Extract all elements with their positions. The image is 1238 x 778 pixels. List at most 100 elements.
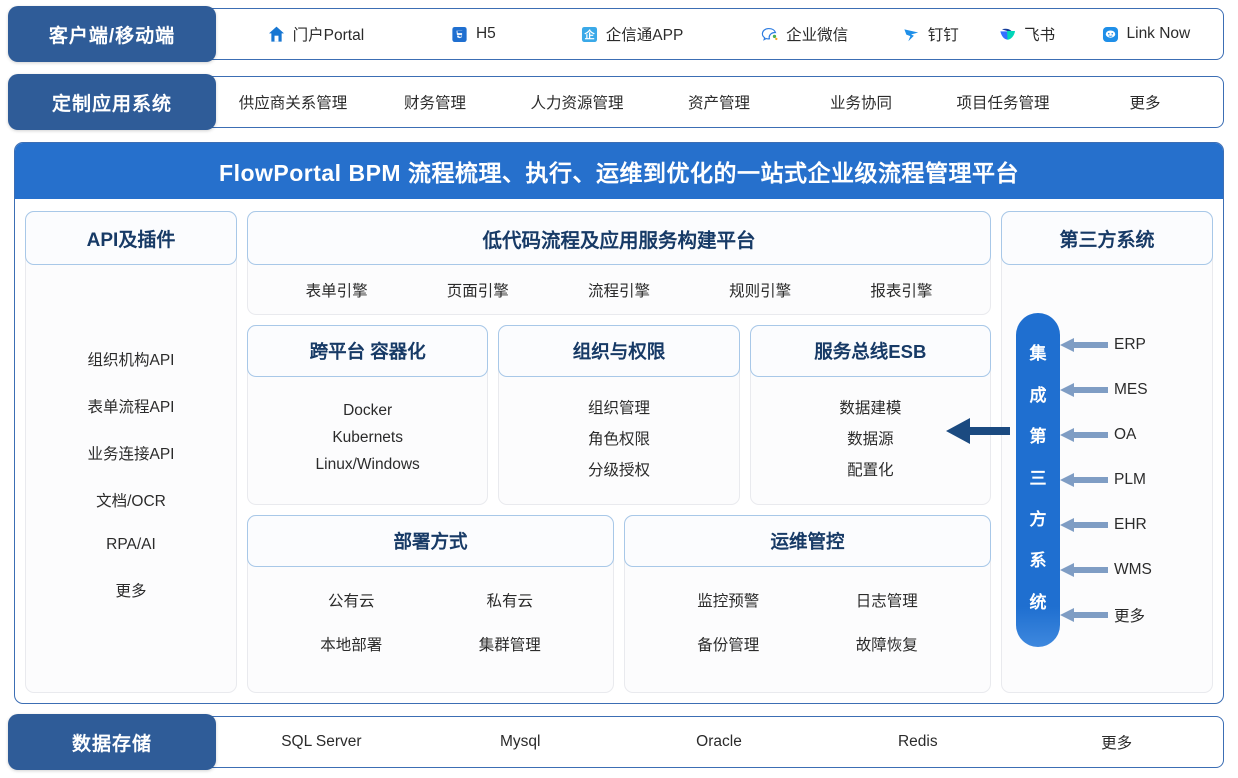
client-item-dingtalk[interactable]: 钉钉 [882, 23, 978, 45]
third-party-row[interactable]: EHR [1060, 512, 1210, 538]
engine-item[interactable]: 页面引擎 [446, 282, 509, 300]
list-item[interactable]: 集群管理 [478, 636, 541, 654]
third-party-label: MES [1114, 381, 1148, 398]
list-item[interactable]: 本地部署 [320, 636, 383, 654]
api-list-item[interactable]: 文档/OCR [96, 493, 166, 510]
custom-app-row-items: 供应商关系管理 财务管理 人力资源管理 资产管理 业务协同 项目任务管理 更多 [222, 74, 1216, 130]
dingtalk-icon [904, 28, 918, 41]
esb-list: 数据建模 数据源 配置化 [751, 377, 990, 504]
center-column: 低代码流程及应用服务构建平台 表单引擎 页面引擎 流程引擎 规则引擎 报表引擎 … [247, 211, 991, 693]
list-item[interactable]: 备份管理 [697, 636, 760, 654]
third-party-label: OA [1114, 426, 1137, 443]
list-item[interactable]: 公有云 [327, 592, 375, 610]
storage-item[interactable]: SQL Server [281, 733, 362, 750]
third-party-row[interactable]: WMS [1060, 557, 1210, 583]
engine-item[interactable]: 表单引擎 [305, 282, 368, 300]
third-party-card: 第三方系统 集 成 第 三 方 系 统 [946, 211, 1213, 693]
custom-app-item[interactable]: 业务协同 [829, 95, 892, 112]
html5-icon [452, 26, 467, 42]
list-item[interactable]: 私有云 [486, 592, 533, 610]
left-arrow-icon [1060, 563, 1108, 577]
linknow-icon [1102, 26, 1118, 42]
list-item[interactable]: 日志管理 [855, 592, 918, 610]
list-item[interactable]: 故障恢复 [855, 636, 918, 654]
third-party-card-title: 第三方系统 [1001, 211, 1213, 265]
deployment-list: 公有云 私有云 本地部署 集群管理 [248, 567, 613, 692]
storage-item[interactable]: Mysql [499, 733, 541, 750]
mid-card-row: 跨平台 容器化 Docker Kubernets Linux/Windows 组… [247, 325, 991, 505]
api-card-list: 组织机构API 表单流程API 业务连接API 文档/OCR RPA/AI 更多 [26, 265, 236, 692]
third-party-row[interactable]: OA [1060, 422, 1210, 448]
custom-app-item[interactable]: 供应商关系管理 [238, 95, 348, 112]
svg-text:企: 企 [583, 28, 595, 41]
platform-body: API及插件 组织机构API 表单流程API 业务连接API 文档/OCR RP… [15, 199, 1223, 703]
third-party-label: WMS [1114, 561, 1152, 578]
list-item[interactable]: 数据建模 [839, 399, 902, 417]
left-arrow-icon [1060, 473, 1108, 487]
client-item-label: Link Now [1126, 25, 1191, 42]
cross-platform-card-title: 跨平台 容器化 [247, 325, 489, 377]
list-item[interactable]: 数据源 [847, 430, 894, 448]
client-item-qixintong[interactable]: 企 企信通APP [537, 23, 726, 45]
third-party-label: PLM [1114, 471, 1146, 488]
list-item[interactable]: 配置化 [847, 461, 894, 479]
list-item[interactable]: 分级授权 [587, 461, 650, 479]
custom-app-item[interactable]: 人力资源管理 [530, 95, 624, 112]
client-item-h5[interactable]: H5 [409, 25, 537, 44]
custom-app-item[interactable]: 更多 [1129, 95, 1161, 112]
storage-item[interactable]: 更多 [1101, 735, 1133, 752]
custom-app-item[interactable]: 资产管理 [687, 95, 750, 112]
client-item-label: H5 [475, 25, 496, 42]
storage-row: 数据存储 SQL Server Mysql Oracle Redis 更多 [8, 714, 1230, 770]
left-arrow-icon [1060, 608, 1108, 622]
left-arrow-icon [1060, 383, 1108, 397]
third-party-row[interactable]: MES [1060, 377, 1210, 403]
list-item[interactable]: 组织管理 [587, 399, 650, 417]
third-party-row[interactable]: ERP [1060, 332, 1210, 358]
feishu-icon [1000, 28, 1016, 40]
cross-platform-card: 跨平台 容器化 Docker Kubernets Linux/Windows [247, 325, 489, 505]
client-item-wecom[interactable]: 企业微信 [726, 23, 882, 45]
client-item-label: 钉钉 [927, 27, 959, 44]
api-list-item[interactable]: 更多 [115, 583, 147, 600]
custom-app-item[interactable]: 项目任务管理 [956, 95, 1050, 112]
client-item-linknow[interactable]: Link Now [1075, 25, 1216, 44]
third-party-body: 集 成 第 三 方 系 统 ERP [946, 265, 1212, 692]
storage-row-label: 数据存储 [8, 714, 216, 770]
list-item[interactable]: 角色权限 [587, 430, 650, 448]
api-list-item[interactable]: RPA/AI [106, 536, 156, 553]
storage-item[interactable]: Oracle [696, 733, 742, 750]
list-item[interactable]: Kubernets [332, 428, 403, 446]
engine-item[interactable]: 流程引擎 [587, 282, 650, 300]
org-permission-card: 组织与权限 组织管理 角色权限 分级授权 [498, 325, 740, 505]
integration-flow-arrow-icon [946, 418, 1010, 444]
client-item-label: 飞书 [1024, 27, 1056, 44]
api-list-item[interactable]: 表单流程API [87, 399, 175, 416]
custom-app-item[interactable]: 财务管理 [403, 95, 466, 112]
third-party-row[interactable]: 更多 [1060, 602, 1210, 628]
list-item[interactable]: Linux/Windows [315, 455, 420, 473]
third-party-row[interactable]: PLM [1060, 467, 1210, 493]
org-permission-list: 组织管理 角色权限 分级授权 [499, 377, 738, 504]
client-item-label: 门户Portal [292, 27, 365, 44]
engine-item[interactable]: 规则引擎 [729, 282, 792, 300]
engine-item[interactable]: 报表引擎 [870, 282, 933, 300]
third-party-system-list: ERP MES OA [1060, 313, 1210, 647]
list-item[interactable]: 监控预警 [697, 592, 760, 610]
home-icon [268, 26, 284, 42]
lowcode-card-title: 低代码流程及应用服务构建平台 [247, 211, 991, 265]
client-row-label: 客户端/移动端 [8, 6, 216, 62]
wecom-icon [761, 27, 778, 41]
client-row-items: 门户Portal H5 企 企信通APP [222, 6, 1216, 62]
api-list-item[interactable]: 业务连接API [87, 446, 175, 463]
left-arrow-icon [1060, 428, 1108, 442]
pillar-char: 集 [1029, 344, 1047, 364]
client-item-portal[interactable]: 门户Portal [222, 23, 409, 45]
list-item[interactable]: Docker [343, 401, 393, 419]
storage-item[interactable]: Redis [897, 733, 938, 750]
cross-platform-list: Docker Kubernets Linux/Windows [248, 377, 487, 504]
api-list-item[interactable]: 组织机构API [87, 352, 175, 369]
pillar-char: 统 [1029, 592, 1047, 612]
client-item-feishu[interactable]: 飞书 [978, 23, 1074, 45]
